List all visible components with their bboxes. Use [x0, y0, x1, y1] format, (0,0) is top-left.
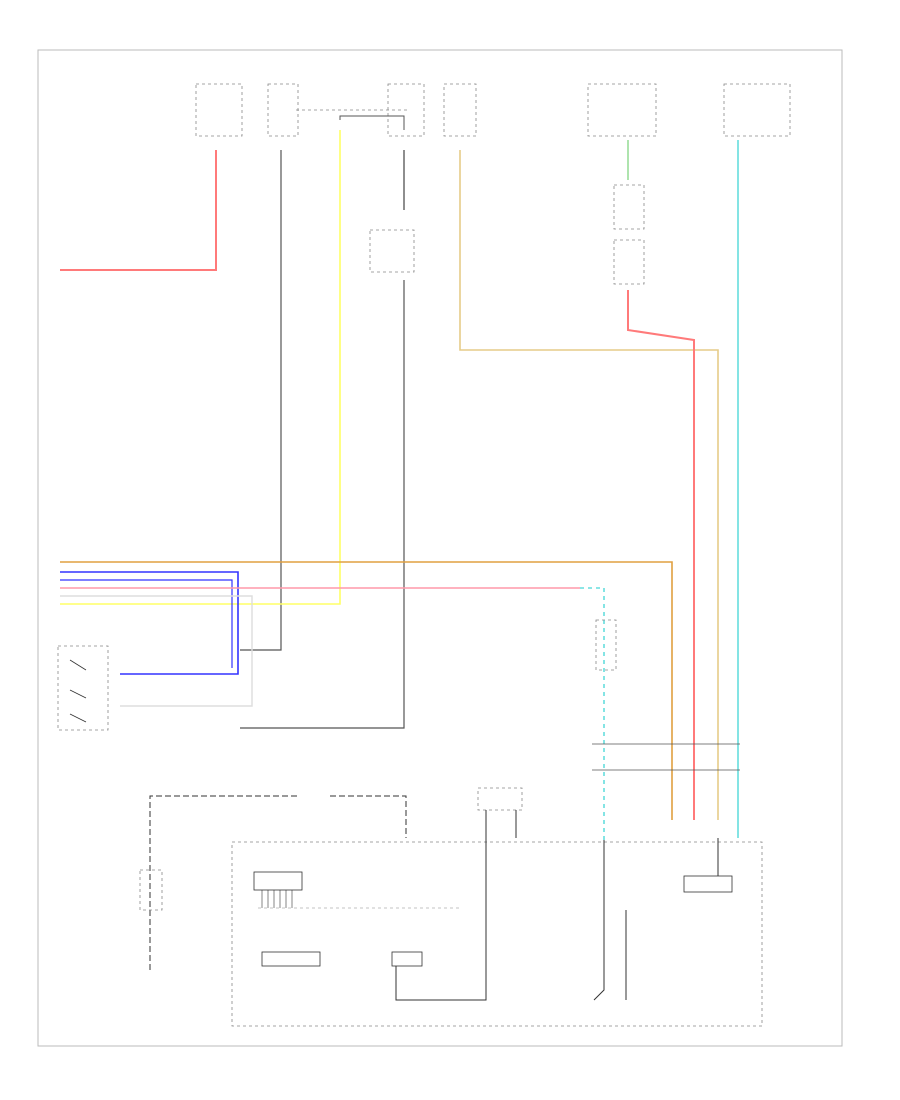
wire-gray-main [240, 150, 282, 651]
wire-segment [60, 595, 253, 707]
connector-center [477, 787, 523, 838]
switch-assembly-left [57, 645, 109, 731]
wire-segment [330, 795, 407, 838]
wire-segment [459, 150, 719, 820]
wire-segment [60, 130, 341, 605]
diagram-frame [37, 49, 843, 1047]
wire-segment [60, 579, 233, 668]
connector-row-right [592, 619, 740, 771]
wire-yellow [60, 115, 405, 605]
wire-segment [339, 115, 405, 130]
wire-gray-mid [240, 150, 415, 729]
wire-segment [60, 571, 239, 675]
wire-segment [580, 587, 605, 840]
wire-segment [60, 561, 673, 820]
wire-segment [240, 150, 282, 651]
wire-bundle-switch [60, 561, 673, 840]
wire-tan [459, 150, 719, 820]
main-module [231, 838, 763, 1027]
fuse-box-group-top [195, 83, 791, 137]
wire-segment [149, 795, 300, 970]
wire-red-left [60, 150, 217, 271]
wire-segment [60, 150, 217, 271]
wire-segment [627, 290, 695, 820]
wire-segment [240, 280, 405, 729]
wire-ground-left [139, 795, 407, 970]
wire-green-red [613, 140, 695, 820]
